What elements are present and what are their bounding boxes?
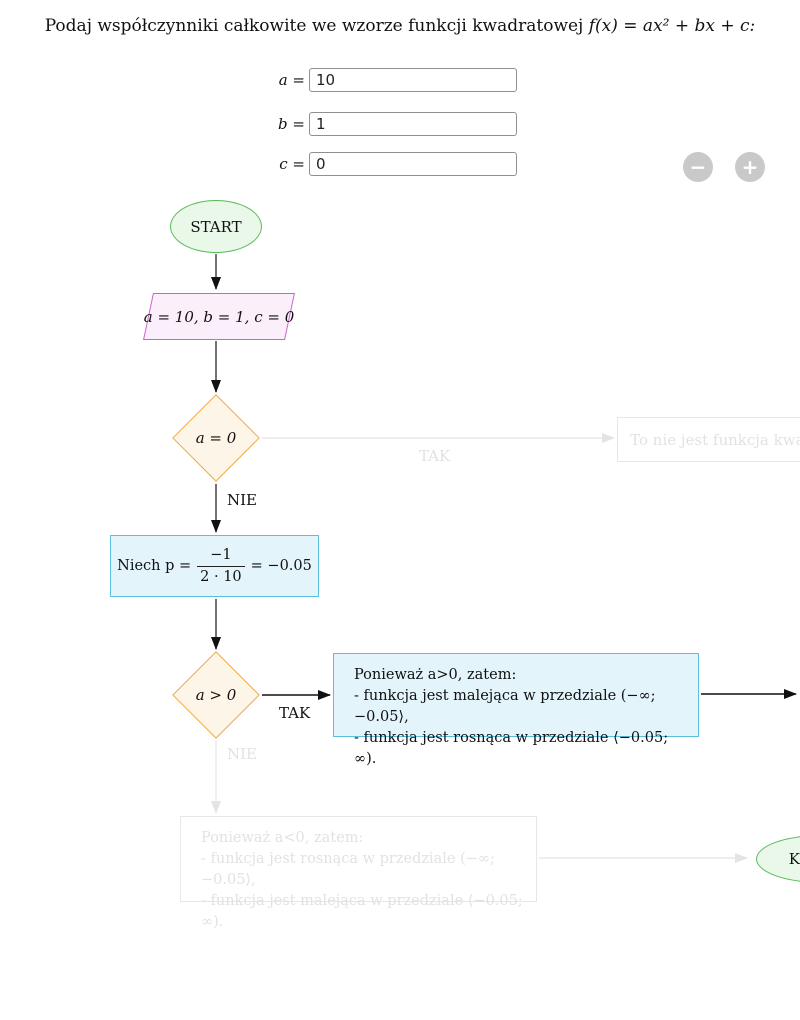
zoom-in-button[interactable]: + [735, 152, 765, 182]
decision2-tak-label: TAK [279, 704, 311, 722]
compute-prefix: Niech p = [117, 558, 192, 574]
fraction-denominator: 2 · 10 [200, 568, 242, 585]
coef-c-input[interactable] [309, 152, 517, 176]
positive-line-1: Ponieważ a>0, zatem: [354, 667, 517, 683]
a-negative-result-box: Ponieważ a<0, zatem: - funkcja jest rosn… [180, 816, 537, 930]
decision1-nie-label: NIE [227, 491, 257, 509]
plus-icon: + [741, 155, 759, 179]
quadratic-formula: f(x) = ax² + bx + c: [588, 16, 756, 36]
coef-b-label: b = [278, 115, 305, 133]
coef-b-input[interactable] [309, 112, 517, 136]
decision-a-eq-0-label: a = 0 [195, 429, 237, 447]
negative-line-1: Ponieważ a<0, zatem: [201, 830, 364, 846]
not-quadratic-label: To nie jest funkcja kwadratowa. [630, 430, 800, 449]
decision2-nie-label: NIE [227, 745, 257, 763]
compute-result: = −0.05 [250, 558, 312, 574]
not-quadratic-box: To nie jest funkcja kwadratowa. [617, 417, 800, 462]
end-node: KONIEC [756, 835, 800, 883]
start-node-label: START [190, 217, 242, 236]
coef-a-label: a = [278, 71, 305, 89]
coef-c-label: c = [279, 155, 305, 173]
negative-line-2: - funkcja jest rosnąca w przedziale (−∞;… [201, 851, 495, 888]
minus-icon: − [689, 155, 707, 179]
positive-line-3: - funkcja jest rosnąca w przedziale ⟨−0.… [354, 730, 669, 767]
fraction-numerator: −1 [197, 546, 245, 567]
a-positive-result-box: Ponieważ a>0, zatem: - funkcja jest male… [333, 653, 699, 767]
page-title: Podaj współczynniki całkowite we wzorze … [0, 16, 800, 36]
compute-p-box: Niech p = −1 2 · 10 = −0.05 [110, 535, 319, 597]
start-node: START [170, 200, 262, 253]
coef-a-input[interactable] [309, 68, 517, 92]
page-title-text: Podaj współczynniki całkowite we wzorze … [44, 16, 589, 36]
negative-line-3: - funkcja jest malejąca w przedziale ⟨−0… [201, 893, 523, 930]
init-parallelogram-label: a = 10, b = 1, c = 0 [143, 307, 295, 326]
compute-fraction: −1 2 · 10 [197, 546, 245, 585]
zoom-out-button[interactable]: − [683, 152, 713, 182]
decision-a-gt-0-label: a > 0 [195, 686, 237, 704]
decision1-tak-label: TAK [419, 447, 451, 465]
end-node-label: KONIEC [788, 850, 800, 868]
positive-line-2: - funkcja jest malejąca w przedziale (−∞… [354, 688, 656, 725]
